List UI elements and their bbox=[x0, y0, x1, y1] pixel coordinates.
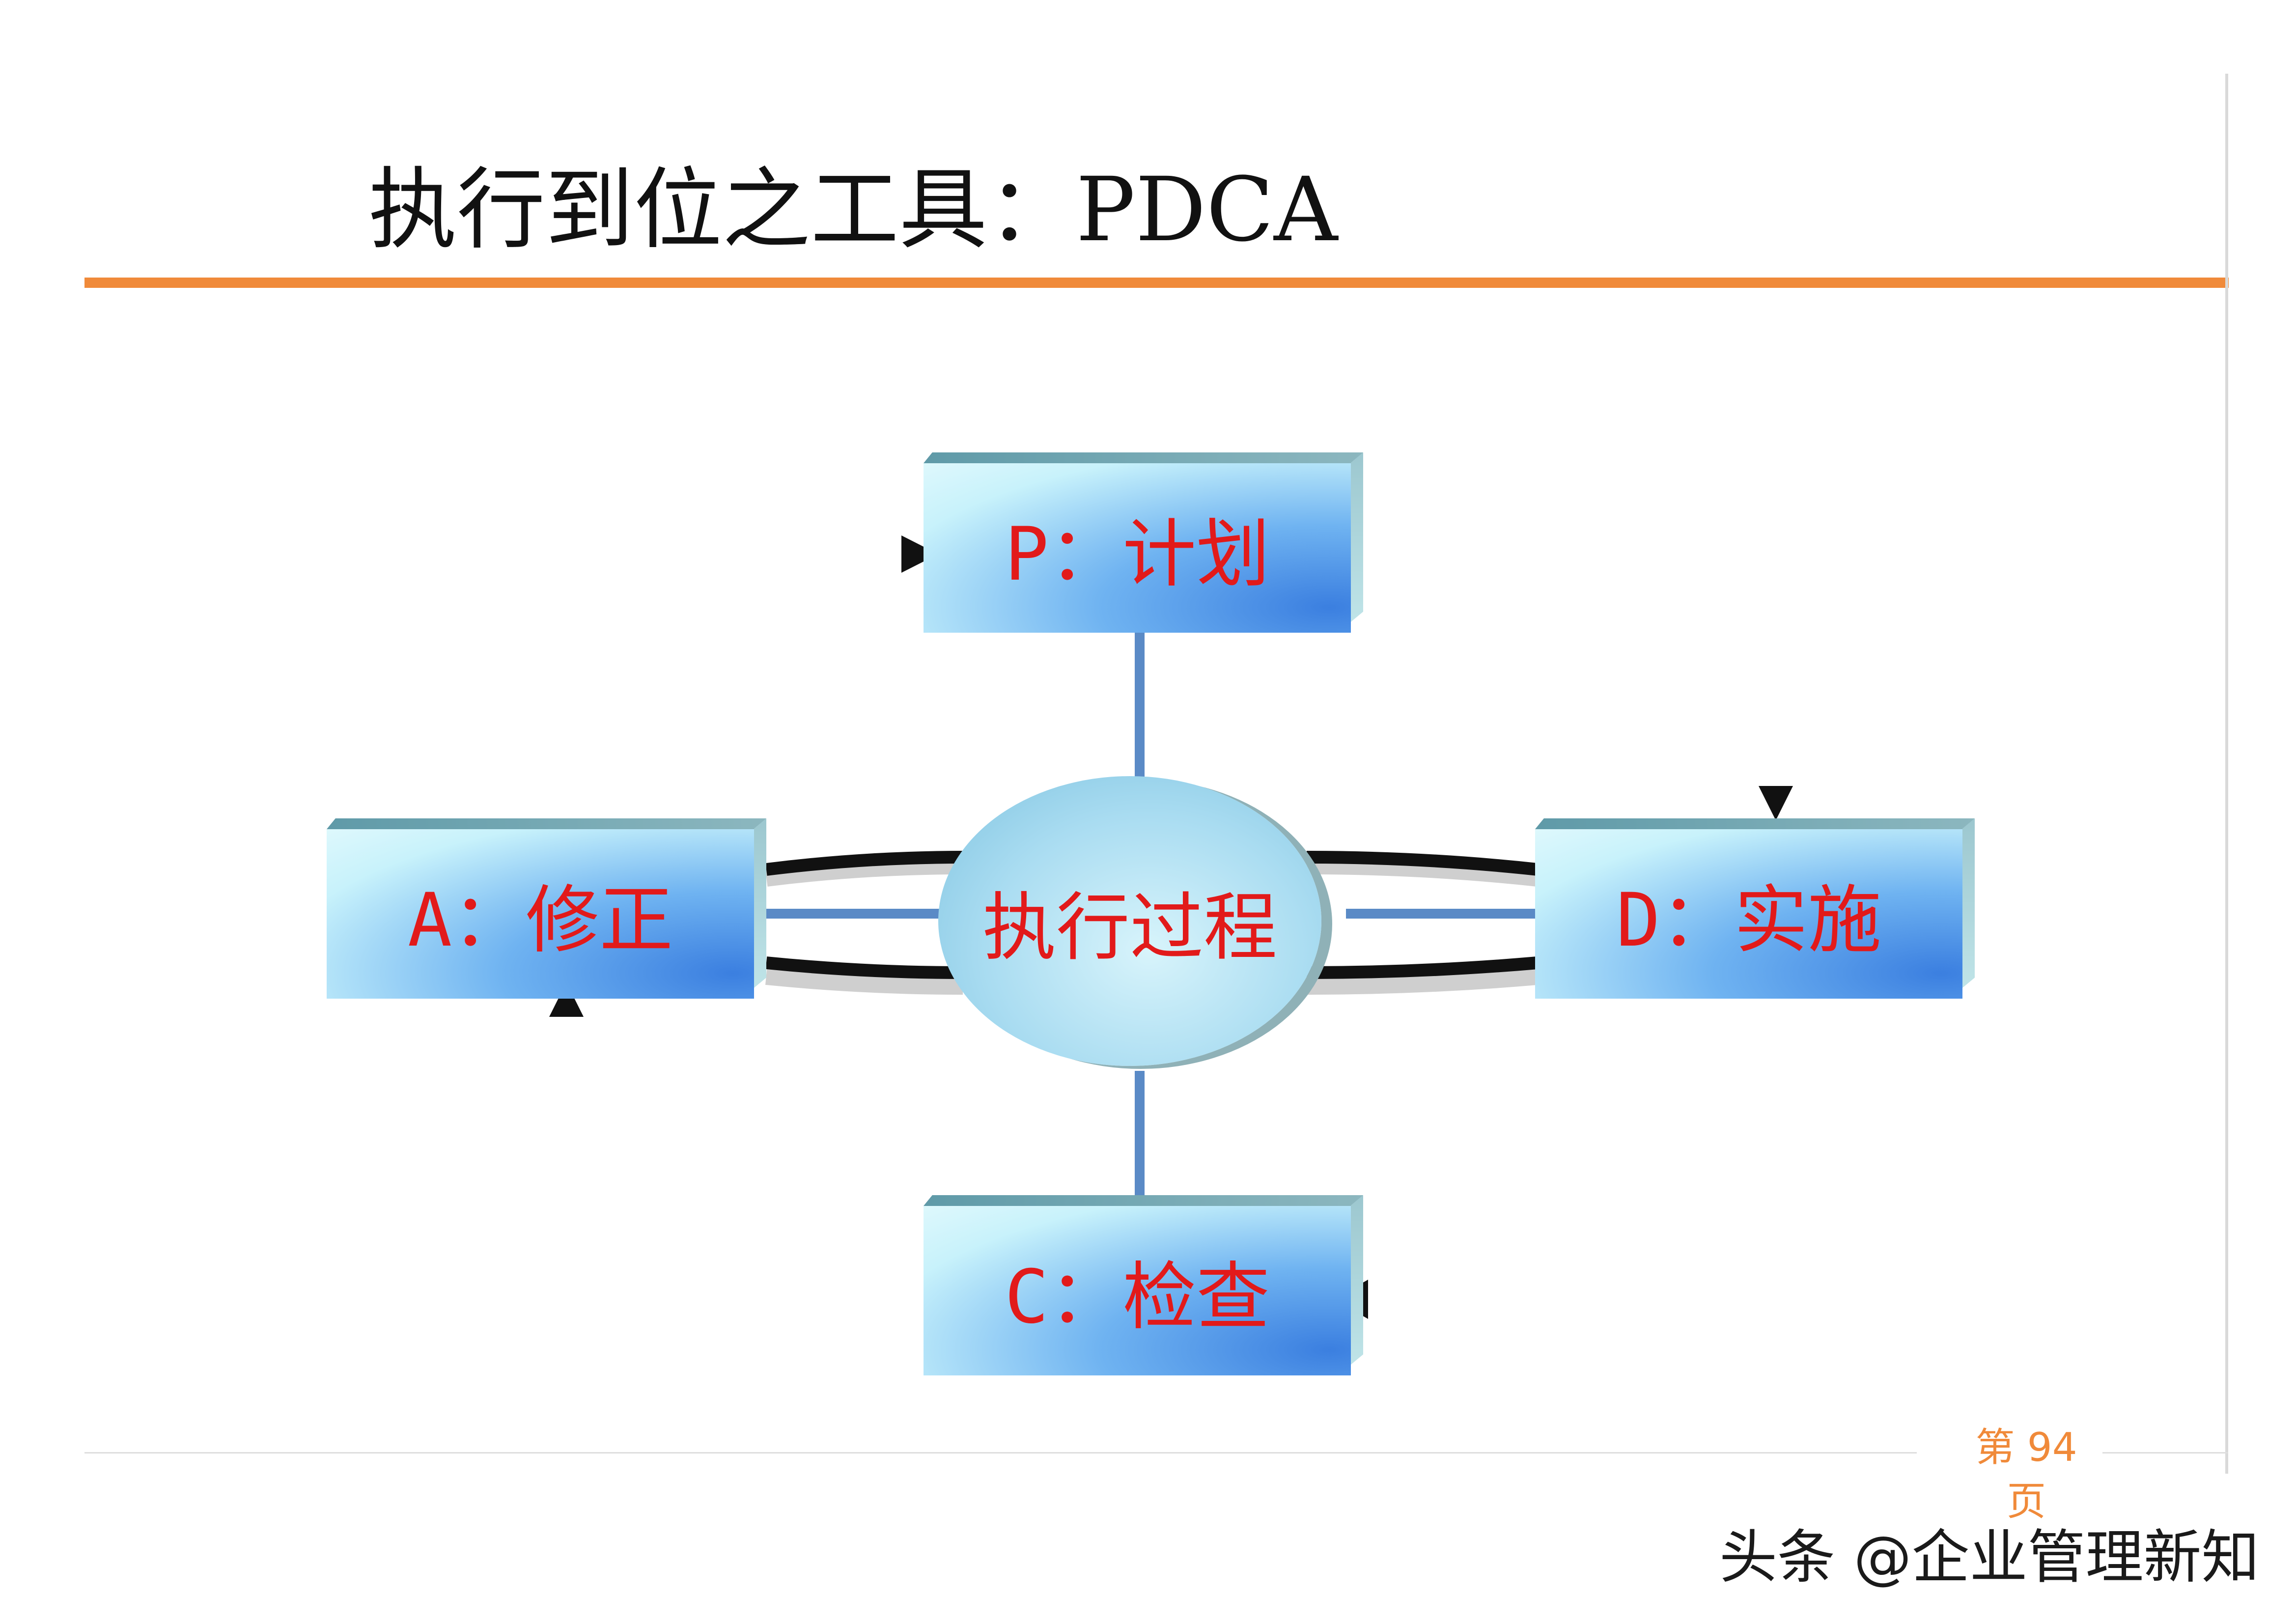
act-label: A：修正 bbox=[407, 878, 673, 963]
check-box: C：检查 bbox=[924, 1195, 1363, 1375]
footer-rule-right bbox=[2102, 1452, 2228, 1454]
footer-rule-left bbox=[84, 1452, 1917, 1454]
ring-left-upper bbox=[765, 851, 963, 876]
do-box: D：实施 bbox=[1535, 818, 1975, 999]
ring-right-lower-shadow bbox=[1306, 965, 1539, 995]
right-border-line bbox=[2225, 74, 2228, 1474]
center-label: 执行过程 bbox=[982, 885, 1277, 971]
plan-box: P：计划 bbox=[924, 452, 1363, 633]
do-label: D：实施 bbox=[1616, 878, 1882, 963]
center-ellipse bbox=[938, 776, 1321, 1066]
act-box: A：修正 bbox=[327, 818, 766, 999]
slide-title: 执行到位之工具：PDCA bbox=[368, 159, 1338, 261]
arrowhead-do-down bbox=[1759, 786, 1793, 820]
watermark: 头条 @企业管理新知 bbox=[1719, 1523, 2260, 1591]
ring-left-upper-shadow bbox=[765, 855, 963, 887]
arrowhead-act-up bbox=[549, 982, 584, 1017]
ring-left-lower-shadow bbox=[765, 965, 963, 995]
ring-right-lower bbox=[1306, 956, 1539, 979]
ring-right-upper bbox=[1306, 851, 1539, 876]
title-underline bbox=[84, 278, 2229, 288]
ring-left-lower bbox=[765, 956, 963, 979]
plan-label: P：计划 bbox=[1004, 512, 1270, 597]
arrowhead-plan-right bbox=[901, 535, 938, 573]
ring-right-upper-shadow bbox=[1306, 855, 1539, 887]
page-number: 第 94 页 bbox=[1975, 1425, 2077, 1524]
check-label: C：检查 bbox=[1004, 1255, 1270, 1340]
